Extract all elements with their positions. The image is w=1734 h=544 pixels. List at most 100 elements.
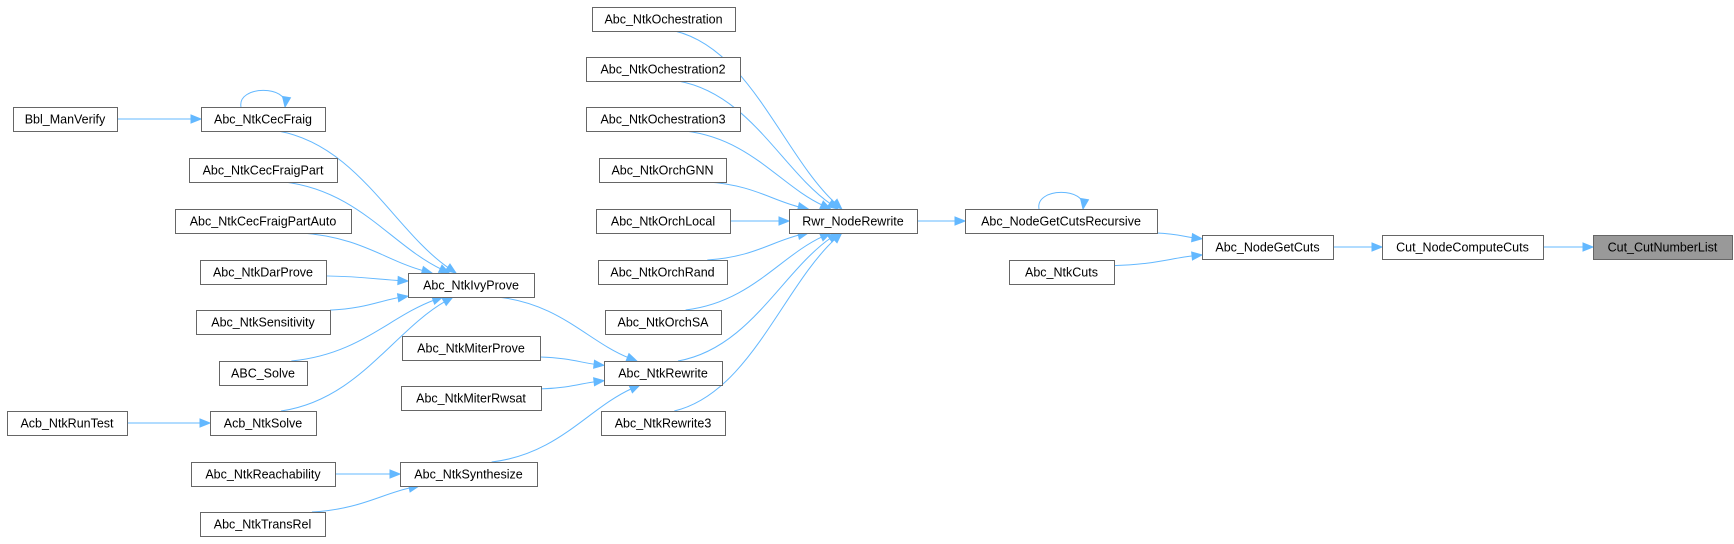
edge-line [674,238,837,412]
node-abc-ntk-miter-rwsat[interactable]: Abc_NtkMiterRwsat [401,386,542,411]
edge-abc-ntk-cuts-to-abc-node-get-cuts [1113,251,1204,267]
edge-acb-ntk-run-test-to-acb-ntk-solve [127,418,212,428]
edge-abc-ntk-rewrite3-to-rwr-node-rewrite [674,232,843,412]
node-label: Rwr_NodeRewrite [802,215,903,229]
node-abc-ntk-dar-prove[interactable]: Abc_NtkDarProve [200,260,327,285]
edge-abc-ntk-orch-local-to-rwr-node-rewrite [730,216,791,226]
node-label: Cut_NodeComputeCuts [1396,241,1529,255]
edge-arrowhead [1191,232,1204,243]
edge-line [1038,191,1084,210]
node-bbl-man-verify[interactable]: Bbl_ManVerify [13,107,118,132]
edge-arrowhead [826,199,840,210]
node-box [596,209,731,234]
node-box [1382,235,1544,260]
node-box [401,386,542,411]
node-abc-ntk-ochestration3[interactable]: Abc_NtkOchestration3 [586,107,741,132]
edge-line [497,296,630,359]
node-label: Acb_NtkRunTest [20,417,114,431]
node-abc-ntk-reachability[interactable]: Abc_NtkReachability [191,462,336,487]
node-box [592,7,736,32]
edge-arrowhead [1371,242,1384,252]
edge-line [329,296,401,311]
node-label: Abc_NtkCuts [1025,266,1098,280]
node-box [196,310,331,335]
node-abc-ntk-cec-fraig[interactable]: Abc_NtkCecFraig [201,107,326,132]
node-abc-ntk-cuts[interactable]: Abc_NtkCuts [1009,260,1115,285]
node-label: Bbl_ManVerify [25,113,106,127]
node-label: Abc_NtkReachability [205,468,321,482]
node-box [210,411,317,436]
node-acb-ntk-run-test[interactable]: Acb_NtkRunTest [7,411,128,436]
node-box [604,361,723,386]
edge-arrowhead [444,263,458,274]
node-box [7,411,128,436]
node-box [965,209,1158,234]
edge-line [1113,255,1195,267]
node-abc-node-get-cuts-recursive[interactable]: Abc_NodeGetCutsRecursive [965,209,1158,234]
nodes-layer: Cut_CutNumberListCut_NodeComputeCutsAbc_… [7,7,1733,537]
edge-abc-node-get-cuts-to-cut-node-compute-cuts [1333,242,1384,252]
node-box [601,411,726,436]
node-abc-ntk-cec-fraig-part[interactable]: Abc_NtkCecFraigPart [189,158,338,183]
node-abc-solve[interactable]: ABC_Solve [219,361,308,386]
node-label: Abc_NtkTransRel [214,518,312,532]
node-label: Abc_NodeGetCutsRecursive [981,215,1141,229]
edge-abc-ntk-sensitivity-to-abc-ntk-ivy-prove [329,293,410,311]
node-box [408,273,535,298]
node-abc-ntk-orch-gnn[interactable]: Abc_NtkOrchGNN [599,158,727,183]
edge-abc-ntk-orch-rand-to-rwr-node-rewrite [707,230,810,261]
node-abc-ntk-orch-local[interactable]: Abc_NtkOrchLocal [596,209,731,234]
node-abc-ntk-cec-fraig-part-auto[interactable]: Abc_NtkCecFraigPartAuto [175,209,352,234]
node-label: Abc_NtkCecFraigPart [203,164,324,178]
edge-abc-ntk-cec-fraig-part-to-abc-ntk-ivy-prove [284,181,451,274]
node-abc-ntk-ochestration[interactable]: Abc_NtkOchestration [592,7,736,32]
edge-line [301,232,425,272]
edge-abc-ntk-reachability-to-abc-ntk-synthesize [335,469,402,479]
node-label: Abc_NtkOchestration2 [600,63,725,77]
node-box [191,462,336,487]
edge-line [539,356,597,365]
node-box [599,158,727,183]
edge-rwr-node-rewrite-to-abc-node-get-cuts-recursive [917,216,967,226]
edge-line [674,30,837,204]
node-label: Abc_NtkMiterRwsat [416,392,526,406]
node-label: Abc_NtkOrchLocal [611,215,715,229]
node-rwr-node-rewrite[interactable]: Rwr_NodeRewrite [789,209,918,234]
edge-line [707,234,801,261]
node-cut-number-list[interactable]: Cut_CutNumberList [1593,235,1733,260]
edge-arrowhead [628,384,642,394]
node-box [201,107,326,132]
node-label: Abc_NtkCecFraig [214,113,312,127]
edge-arrowhead [954,216,967,226]
node-box [586,57,741,82]
node-box [402,336,541,361]
node-abc-ntk-miter-prove[interactable]: Abc_NtkMiterProve [402,336,541,361]
node-abc-ntk-ochestration2[interactable]: Abc_NtkOchestration2 [586,57,741,82]
edge-arrowhead [396,293,410,303]
node-abc-ntk-rewrite[interactable]: Abc_NtkRewrite [604,361,723,386]
node-acb-ntk-solve[interactable]: Acb_NtkSolve [210,411,317,436]
edge-line [284,181,443,271]
node-abc-ntk-synthesize[interactable]: Abc_NtkSynthesize [400,462,538,487]
edge-abc-ntk-trans-rel-to-abc-ntk-synthesize [311,483,421,513]
node-abc-ntk-trans-rel[interactable]: Abc_NtkTransRel [200,512,326,537]
edge-arrowhead [830,232,843,244]
node-cut-node-compute-cuts[interactable]: Cut_NodeComputeCuts [1382,235,1544,260]
node-abc-ntk-ivy-prove[interactable]: Abc_NtkIvyProve [408,273,535,298]
edge-line [277,130,450,269]
edge-line [491,387,633,463]
node-abc-node-get-cuts[interactable]: Abc_NodeGetCuts [1202,235,1334,260]
node-abc-ntk-orch-sa[interactable]: Abc_NtkOrchSA [605,310,722,335]
edge-arrowhead [397,275,410,286]
edge-abc-ntk-miter-prove-to-abc-ntk-rewrite [539,356,606,369]
node-box [189,158,338,183]
node-abc-ntk-orch-rand[interactable]: Abc_NtkOrchRand [598,260,728,285]
edge-abc-node-get-cuts-recursive-to-abc-node-get-cuts [1156,232,1204,243]
edge-arrowhead [625,352,639,362]
node-box [175,209,352,234]
edge-arrowhead [778,216,791,226]
node-abc-ntk-sensitivity[interactable]: Abc_NtkSensitivity [196,310,331,335]
node-abc-ntk-rewrite3[interactable]: Abc_NtkRewrite3 [601,411,726,436]
node-label: Abc_NtkMiterProve [417,342,525,356]
edge-arrowhead [593,359,606,369]
